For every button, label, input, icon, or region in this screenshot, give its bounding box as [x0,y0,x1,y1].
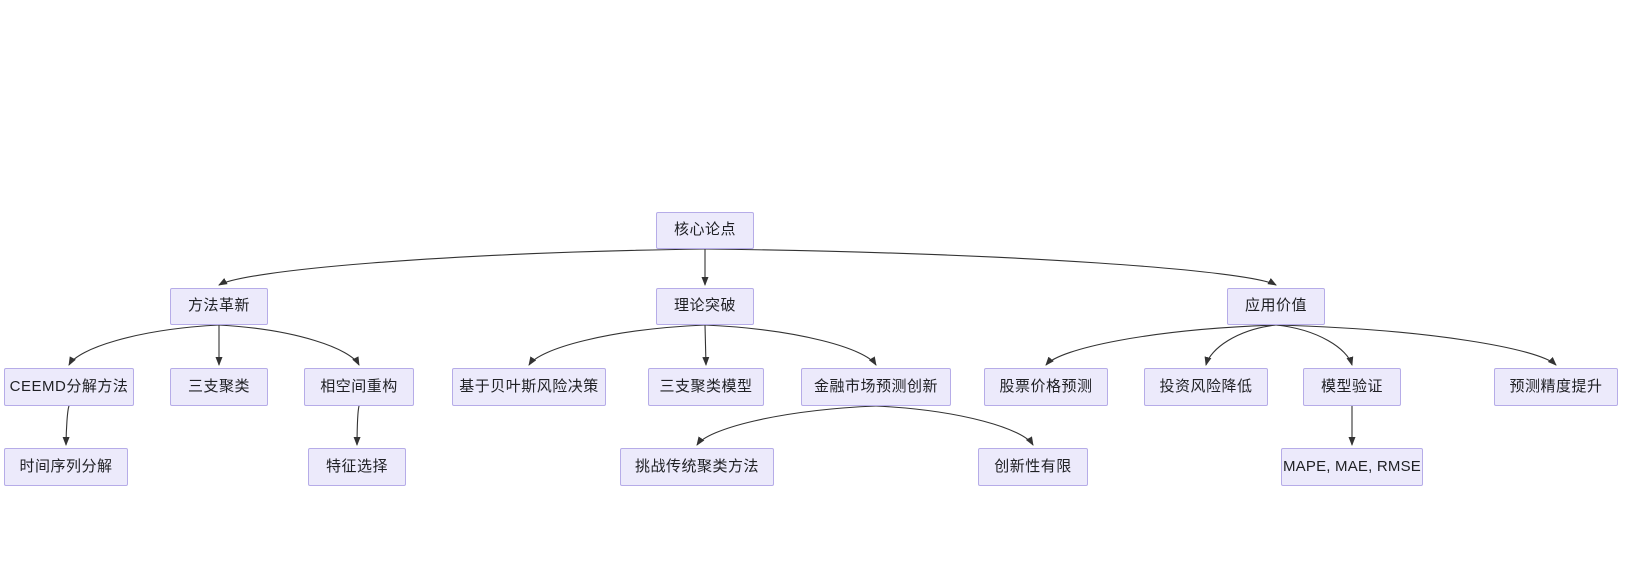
node-label: 挑战传统聚类方法 [634,457,759,475]
node-label: 方法革新 [187,297,250,315]
node-phasespace[interactable]: 相空间重构 [304,368,414,406]
node-accuracy[interactable]: 预测精度提升 [1494,368,1618,406]
node-stockprice[interactable]: 股票价格预测 [984,368,1108,406]
node-bayes[interactable]: 基于贝叶斯风险决策 [452,368,606,406]
node-label: 核心论点 [673,221,736,239]
node-label: 时间序列分解 [19,457,113,475]
node-limited[interactable]: 创新性有限 [978,448,1088,486]
node-featureselect[interactable]: 特征选择 [308,448,406,486]
node-label: MAPE, MAE, RMSE [1282,457,1422,475]
node-label: 股票价格预测 [999,377,1093,395]
node-label: 预测精度提升 [1509,377,1603,395]
node-label: CEEMD分解方法 [9,377,129,395]
node-label: 模型验证 [1320,377,1383,395]
node-label: 理论突破 [673,297,736,315]
node-label: 投资风险降低 [1159,377,1253,395]
node-application[interactable]: 应用价值 [1227,288,1325,325]
node-label: 三支聚类 [187,377,250,395]
node-label: 应用价值 [1244,297,1307,315]
node-label: 特征选择 [325,457,388,475]
node-modelvalid[interactable]: 模型验证 [1303,368,1401,406]
node-threecluster[interactable]: 三支聚类 [170,368,268,406]
node-theory[interactable]: 理论突破 [656,288,754,325]
node-challenge[interactable]: 挑战传统聚类方法 [620,448,774,486]
node-riskreduce[interactable]: 投资风险降低 [1144,368,1268,406]
node-timeseries[interactable]: 时间序列分解 [4,448,128,486]
node-root[interactable]: 核心论点 [656,212,754,249]
node-ceemd[interactable]: CEEMD分解方法 [4,368,134,406]
node-label: 三支聚类模型 [659,377,753,395]
node-label: 金融市场预测创新 [813,377,938,395]
node-method[interactable]: 方法革新 [170,288,268,325]
node-label: 相空间重构 [320,377,398,395]
node-threemodel[interactable]: 三支聚类模型 [648,368,764,406]
node-finance[interactable]: 金融市场预测创新 [801,368,951,406]
node-label: 基于贝叶斯风险决策 [459,377,599,395]
node-metrics[interactable]: MAPE, MAE, RMSE [1281,448,1423,486]
node-label: 创新性有限 [994,457,1072,475]
